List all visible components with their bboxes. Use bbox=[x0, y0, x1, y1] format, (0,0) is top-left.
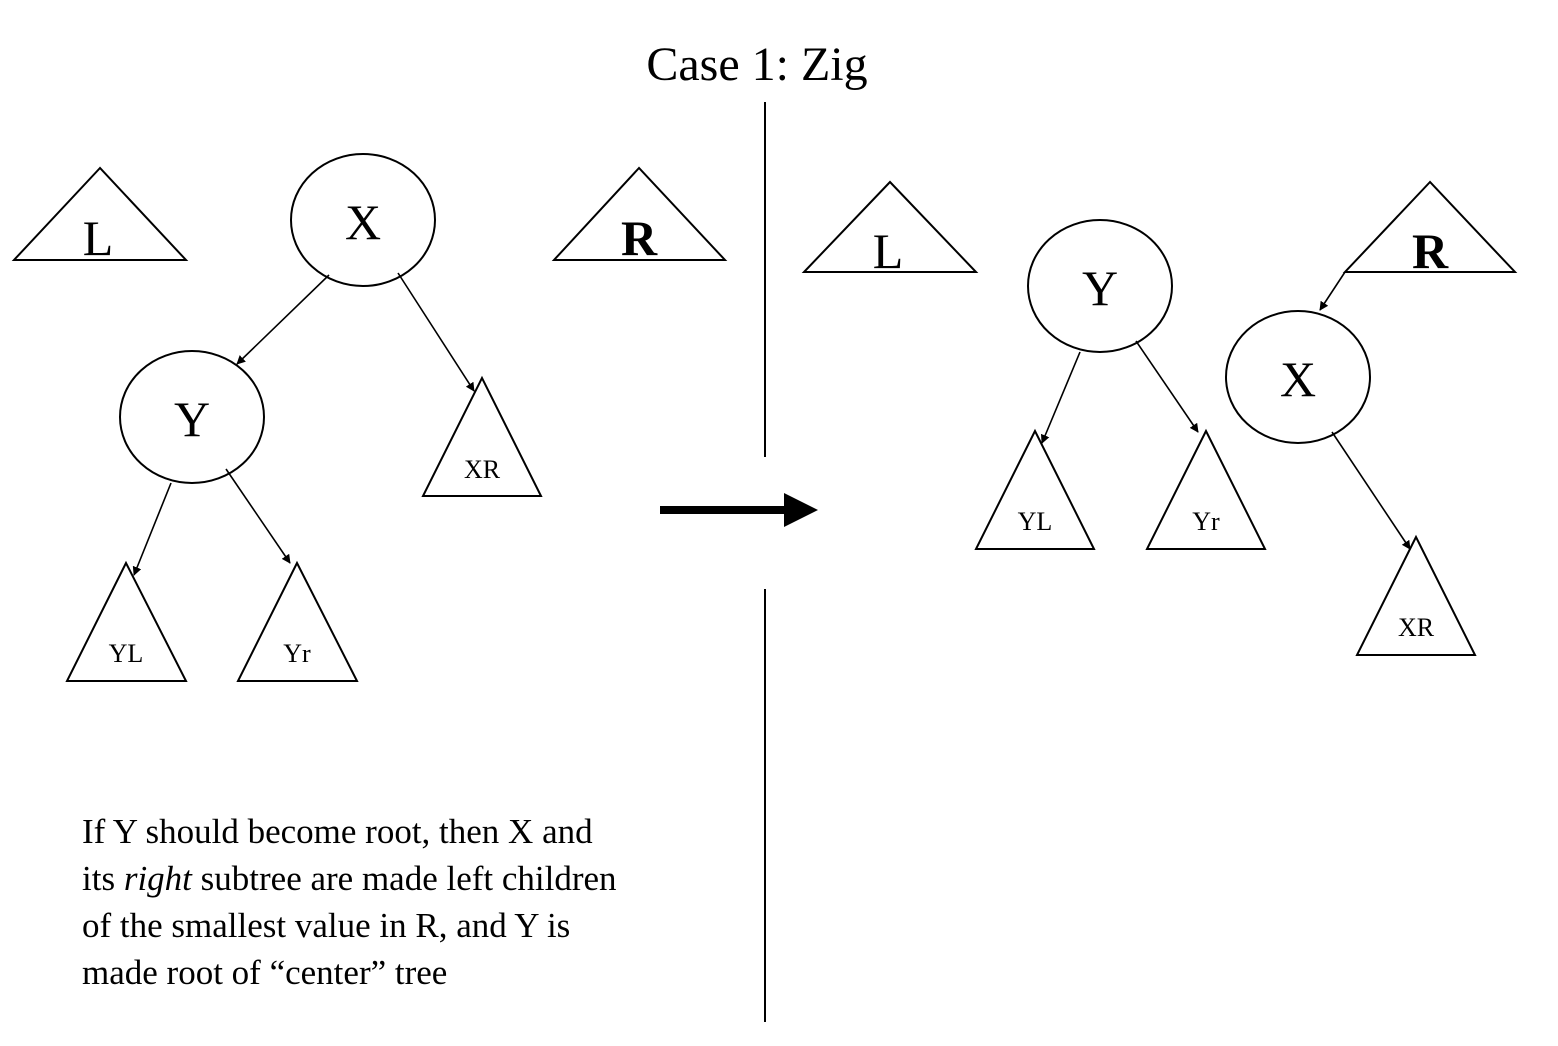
before-xr-subtree: XR bbox=[421, 375, 543, 497]
after-l-subtree: L bbox=[801, 180, 979, 279]
before-edge-x-y bbox=[236, 274, 330, 365]
after-yl-label: YL bbox=[1018, 507, 1053, 536]
before-xr-label: XR bbox=[464, 455, 501, 484]
after-edge-y-yl bbox=[1040, 351, 1081, 444]
before-edge-x-xr bbox=[397, 272, 475, 392]
explanation-text: If Y should become root, then X and its … bbox=[82, 808, 722, 996]
caption-line-2-pre: its bbox=[82, 859, 124, 898]
before-node-x: X bbox=[290, 153, 436, 287]
before-r-subtree: R bbox=[551, 166, 728, 266]
before-yr-subtree: Yr bbox=[236, 560, 359, 682]
after-r-subtree: R bbox=[1342, 180, 1518, 279]
after-yr-label: Yr bbox=[1192, 507, 1220, 536]
before-yl-subtree: YL bbox=[65, 560, 188, 682]
after-node-y: Y bbox=[1027, 219, 1173, 353]
after-edge-r-x bbox=[1319, 271, 1346, 311]
after-xr-label: XR bbox=[1398, 613, 1435, 642]
before-edge-y-yl bbox=[132, 482, 172, 576]
before-yl-label: YL bbox=[109, 639, 144, 668]
after-yl-subtree: YL bbox=[974, 428, 1096, 550]
caption-line-4: made root of “center” tree bbox=[82, 953, 448, 992]
after-node-y-label: Y bbox=[1082, 260, 1118, 316]
before-tree: L R X Y XR YL Yr bbox=[11, 153, 728, 682]
page-title: Case 1: Zig bbox=[646, 38, 867, 91]
after-edge-x-xr bbox=[1331, 431, 1411, 550]
after-node-x: X bbox=[1225, 310, 1371, 444]
after-edge-y-yr bbox=[1135, 340, 1199, 433]
caption-line-1: If Y should become root, then X and bbox=[82, 812, 593, 851]
after-r-label: R bbox=[1412, 223, 1449, 279]
caption-emphasis: right bbox=[123, 859, 192, 898]
after-xr-subtree: XR bbox=[1355, 534, 1477, 656]
caption-line-2-post: subtree are made left children bbox=[191, 859, 617, 898]
caption-line-3: of the smallest value in R, and Y is bbox=[82, 906, 571, 945]
before-l-subtree: L bbox=[11, 166, 189, 266]
after-yr-subtree: Yr bbox=[1145, 428, 1267, 550]
before-edge-y-yr bbox=[225, 468, 291, 564]
caption-line-2: its right subtree are made left children bbox=[82, 855, 722, 902]
after-tree: L R Y X YL Yr XR bbox=[801, 180, 1518, 656]
before-node-y: Y bbox=[119, 350, 265, 484]
before-node-y-label: Y bbox=[174, 391, 210, 447]
before-l-label: L bbox=[83, 210, 114, 266]
before-r-label: R bbox=[621, 210, 658, 266]
after-l-label: L bbox=[873, 223, 904, 279]
before-node-x-label: X bbox=[345, 194, 381, 250]
before-yr-label: Yr bbox=[283, 639, 311, 668]
after-node-x-label: X bbox=[1280, 351, 1316, 407]
transform-arrow bbox=[660, 493, 818, 527]
